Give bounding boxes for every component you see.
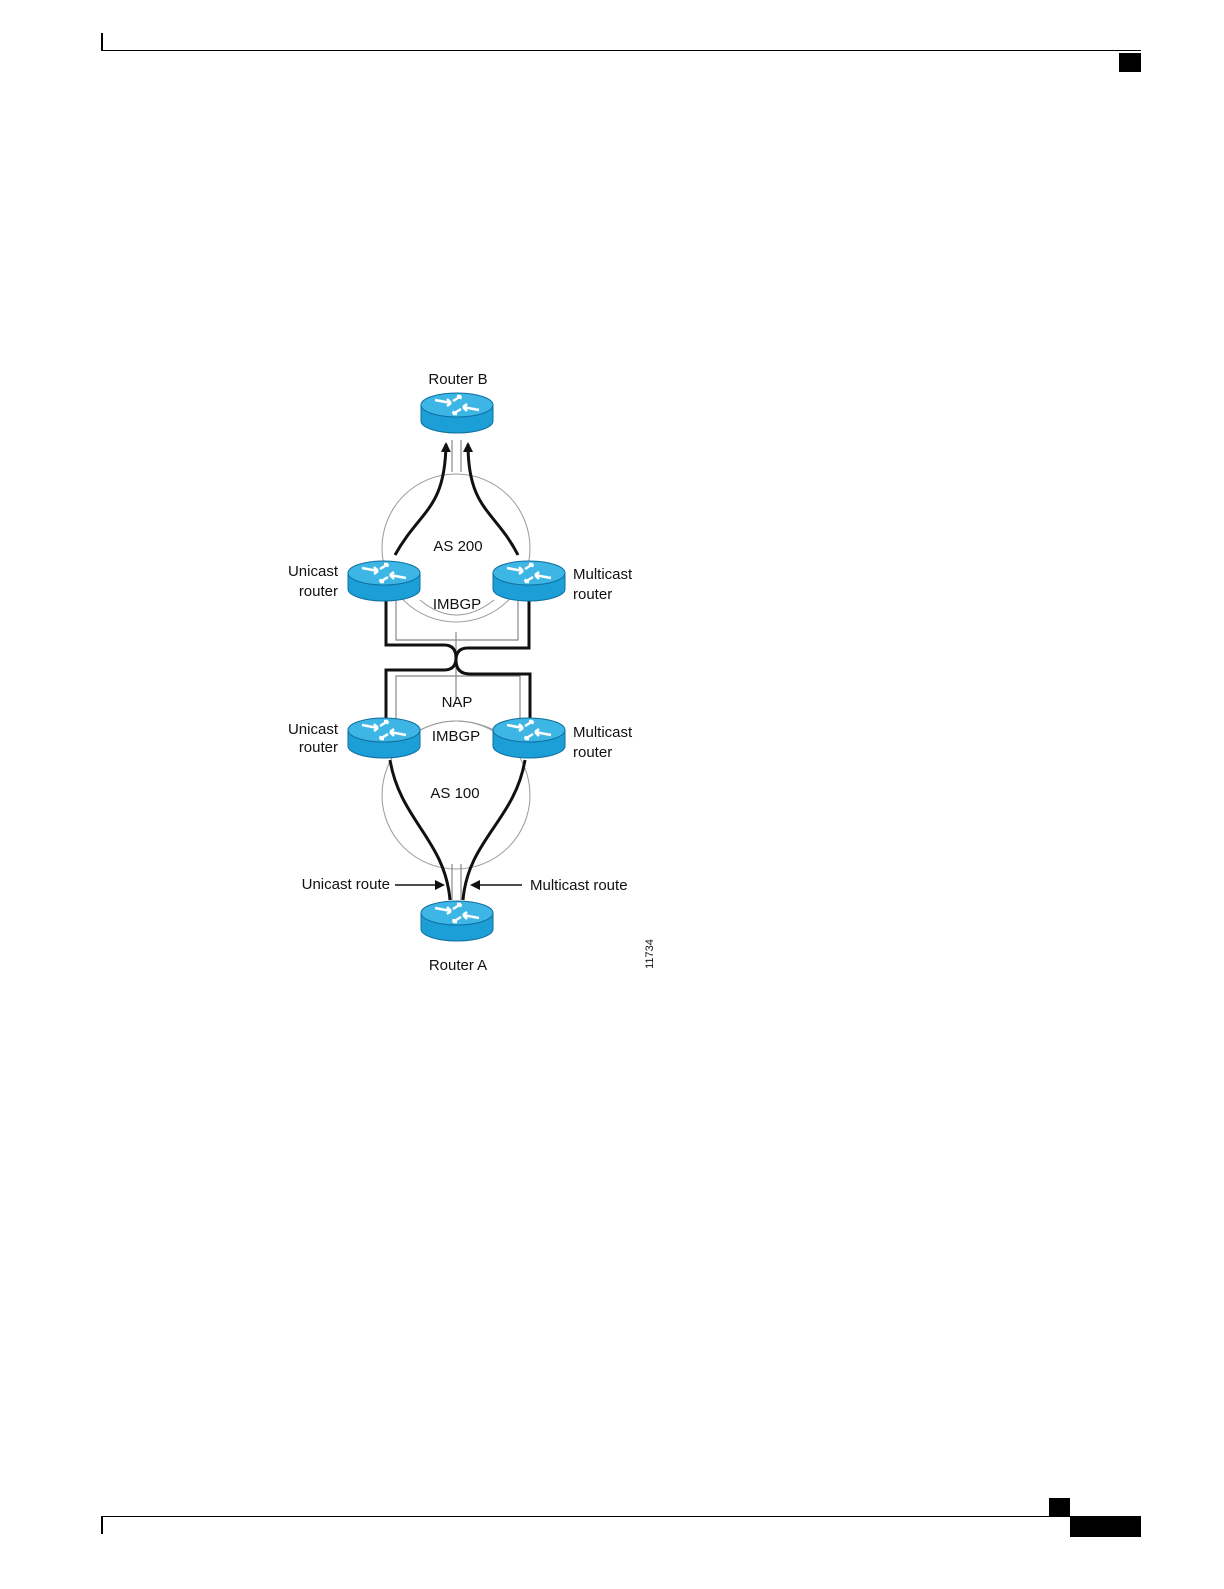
multicast-router-top-icon bbox=[493, 561, 565, 601]
footer-page-tab bbox=[1070, 1517, 1141, 1537]
as200-label: AS 200 bbox=[433, 538, 482, 555]
unicast-router-bottom-icon bbox=[348, 718, 420, 758]
footer-tick bbox=[101, 1517, 103, 1534]
multicast-router-bottom-icon bbox=[493, 718, 565, 758]
multicast-router-top-label-2: router bbox=[573, 586, 612, 603]
multicast-router-top-label-1: Multicast bbox=[573, 566, 633, 583]
router-b-icon bbox=[421, 393, 493, 433]
unicast-router-top-icon bbox=[348, 561, 420, 601]
multicast-router-bottom-label-2: router bbox=[573, 744, 612, 761]
unicast-route-label: Unicast route bbox=[302, 876, 390, 893]
unicast-router-top-label-1: Unicast bbox=[288, 563, 339, 580]
unicast-router-bottom-label-1: Unicast bbox=[288, 721, 339, 738]
route-paths bbox=[386, 444, 530, 900]
imbgp-bottom-label: IMBGP bbox=[432, 728, 480, 745]
footer-marker bbox=[1049, 1498, 1070, 1516]
router-b-label: Router B bbox=[428, 371, 487, 388]
unicast-router-top-label-2: router bbox=[299, 583, 338, 600]
multicast-router-bottom-label-1: Multicast bbox=[573, 724, 633, 741]
imbgp-top-label: IMBGP bbox=[433, 596, 481, 613]
unicast-router-bottom-label-2: router bbox=[299, 739, 338, 756]
nap-label: NAP bbox=[442, 694, 473, 711]
as100-label: AS 100 bbox=[430, 785, 479, 802]
multicast-route-label: Multicast route bbox=[530, 877, 628, 894]
router-a-label: Router A bbox=[429, 957, 487, 974]
figure-id-label: 11734 bbox=[644, 939, 656, 969]
footer-rule bbox=[101, 1516, 1141, 1517]
router-a-icon bbox=[421, 901, 493, 941]
